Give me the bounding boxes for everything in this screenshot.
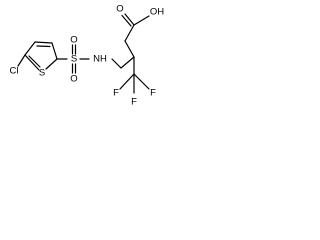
bond bbox=[133, 73, 150, 90]
fluorine-bottom-label: F bbox=[131, 97, 137, 108]
bond bbox=[124, 24, 135, 42]
bond bbox=[17, 54, 26, 67]
bond bbox=[119, 73, 135, 90]
sulfonyl-oxygen-bottom-label: O bbox=[70, 74, 77, 85]
hydroxyl-label: OH bbox=[150, 7, 164, 18]
bond bbox=[121, 14, 132, 27]
bond bbox=[120, 56, 135, 69]
bond bbox=[24, 54, 40, 71]
thiophene-ring bbox=[24, 41, 58, 71]
bond bbox=[34, 41, 53, 44]
thiophene-sulfur-label: S bbox=[39, 68, 45, 79]
sulfonyl-sulfur-label: S bbox=[71, 54, 77, 65]
fluorine-left-label: F bbox=[113, 88, 119, 99]
bond bbox=[45, 58, 58, 70]
structure-diagram: Cl S S O O NH O OH F F F bbox=[0, 0, 173, 116]
carbonyl-oxygen-label: O bbox=[116, 4, 123, 15]
molecule-svg: Cl S S O O NH O OH F F F bbox=[10, 4, 165, 108]
bond bbox=[24, 41, 36, 56]
sulfonyl-oxygen-top-label: O bbox=[70, 35, 77, 46]
bond bbox=[36, 45, 51, 48]
fluorine-right-label: F bbox=[150, 88, 156, 99]
bond bbox=[51, 42, 58, 60]
bond bbox=[124, 40, 135, 58]
bond bbox=[133, 15, 150, 26]
bond bbox=[28, 55, 41, 68]
bond bbox=[124, 13, 135, 26]
chlorine-label: Cl bbox=[10, 66, 19, 77]
amine-label: NH bbox=[93, 54, 107, 65]
bond bbox=[111, 58, 122, 69]
